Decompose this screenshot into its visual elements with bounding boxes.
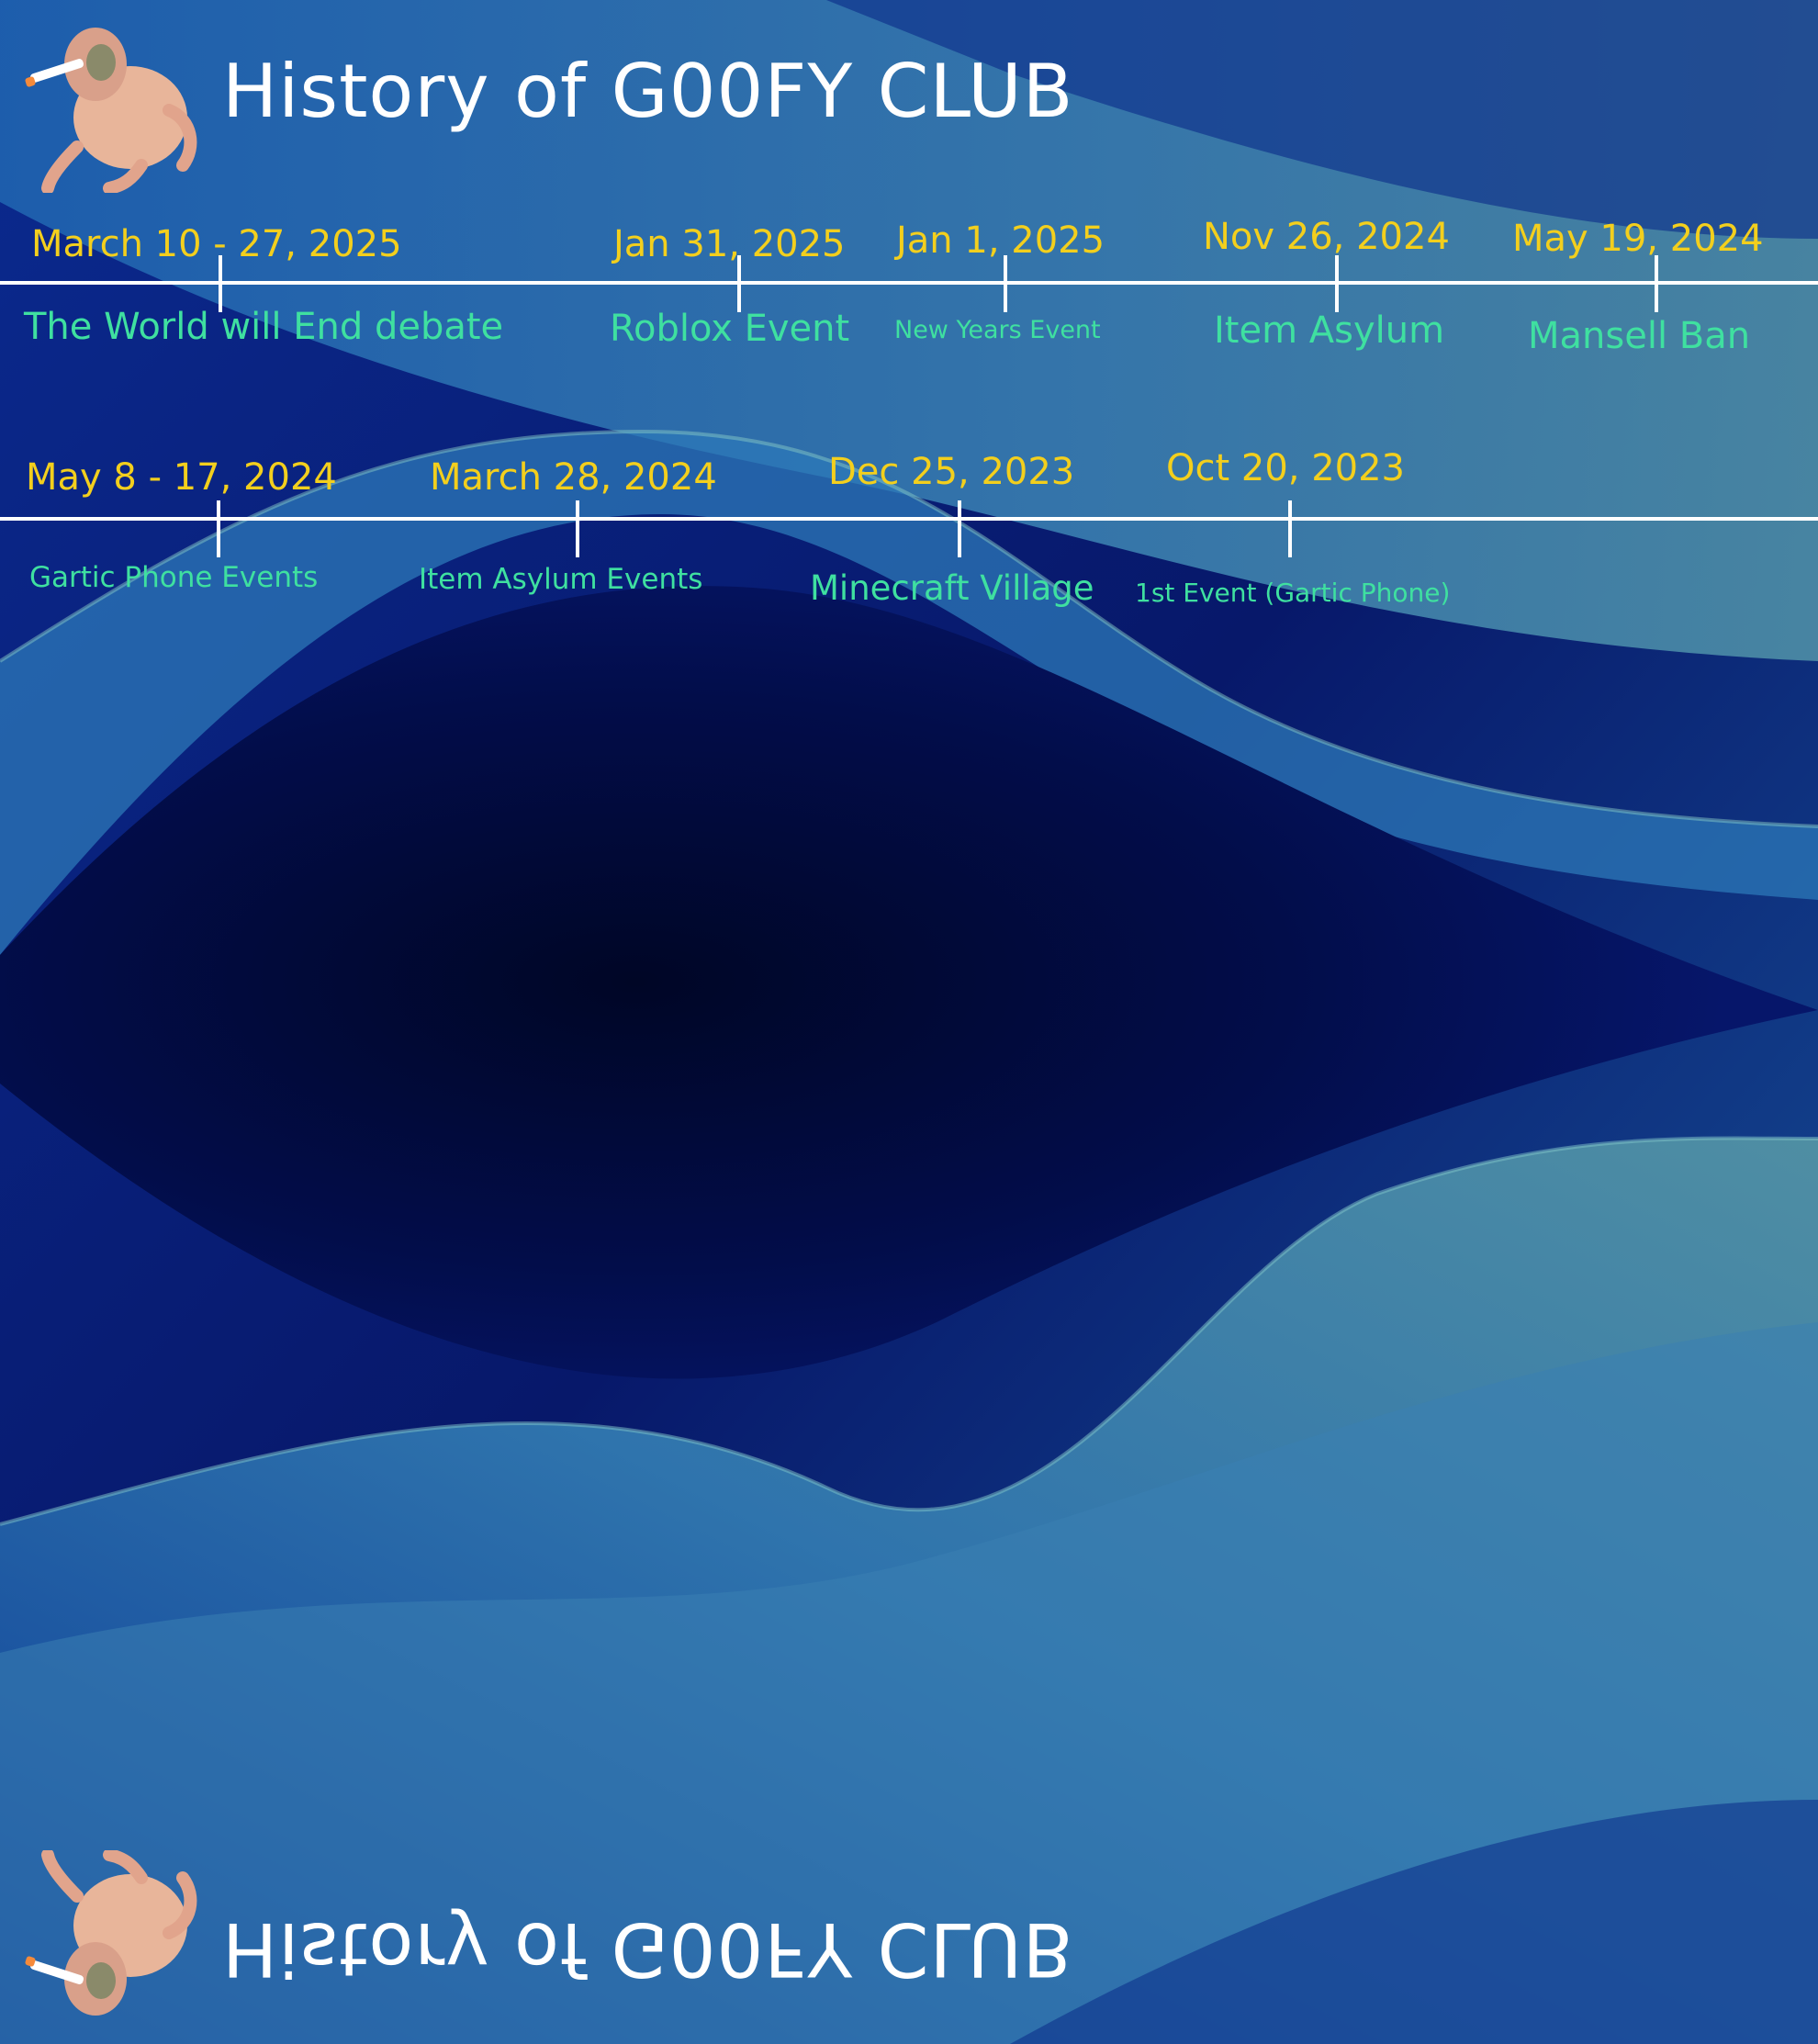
timeline-tick — [958, 500, 961, 557]
event-date: May 19, 2024 — [1512, 218, 1764, 260]
timeline-tick — [219, 255, 222, 312]
event-date: March 28, 2024 — [430, 456, 717, 499]
timeline-tick — [1288, 500, 1292, 557]
event-date: Nov 26, 2024 — [1203, 216, 1450, 258]
event-date: Jan 31, 2025 — [613, 223, 846, 265]
mirrored-title: History of G00FY CLUB — [222, 1906, 1074, 1992]
timeline-tick — [1655, 255, 1658, 312]
event-date: Dec 25, 2023 — [828, 451, 1075, 493]
timeline-axis-1 — [0, 281, 1818, 285]
event-date: Jan 1, 2025 — [896, 219, 1105, 262]
page-title: History of G00FY CLUB — [222, 49, 1074, 134]
event-label: Gartic Phone Events — [29, 561, 319, 594]
event-label: The World will End debate — [24, 306, 504, 348]
event-date: Oct 20, 2023 — [1166, 447, 1405, 489]
event-label: New Years Event — [894, 316, 1101, 344]
event-label: Item Asylum — [1214, 309, 1445, 352]
timeline-tick — [217, 500, 220, 557]
event-label: Roblox Event — [610, 308, 850, 350]
event-label: 1st Event (Gartic Phone) — [1135, 578, 1451, 608]
timeline-tick — [1004, 255, 1007, 312]
plucked-chicken-smoking-icon — [25, 1850, 197, 2016]
event-label: Mansell Ban — [1528, 315, 1751, 357]
event-date: March 10 - 27, 2025 — [31, 223, 402, 265]
event-label: Item Asylum Events — [419, 563, 703, 596]
plucked-chicken-smoking-icon — [25, 28, 197, 193]
event-label: Minecraft Village — [810, 568, 1094, 608]
event-date: May 8 - 17, 2024 — [26, 456, 337, 499]
timeline-axis-2 — [0, 517, 1818, 521]
timeline-tick — [1335, 255, 1339, 312]
timeline-tick — [576, 500, 579, 557]
timeline-tick — [737, 255, 741, 312]
